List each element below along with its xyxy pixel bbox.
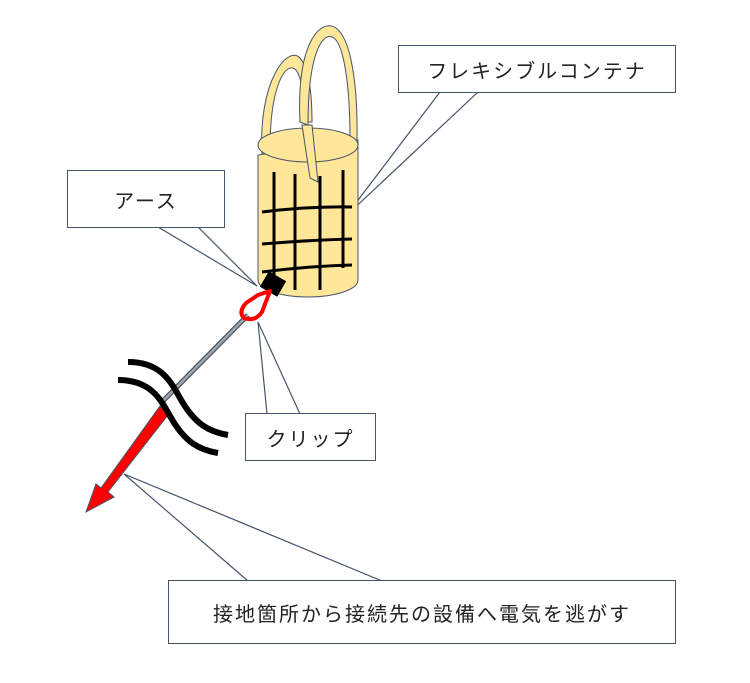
clip-label: クリップ xyxy=(245,413,376,461)
container-label: フレキシブルコンテナ xyxy=(398,45,676,93)
earth-label: アース xyxy=(67,170,225,228)
clip-icon xyxy=(239,289,272,322)
description-label-text: 接地箇所から接続先の設備へ電気を逃がす xyxy=(213,601,631,626)
break-mark-icon xyxy=(117,359,229,456)
container-callout-pointer xyxy=(345,91,480,217)
earth-callout-pointer xyxy=(155,226,258,287)
description-callout-pointer xyxy=(123,473,383,582)
description-label: 接地箇所から接続先の設備へ電気を逃がす xyxy=(168,580,676,644)
earth-label-text: アース xyxy=(114,188,178,213)
ground-arrow xyxy=(85,405,169,514)
clip-callout-pointer xyxy=(257,321,301,415)
flexible-container-bag xyxy=(257,124,359,298)
clip-label-text: クリップ xyxy=(266,426,355,451)
bag-grid xyxy=(261,170,353,290)
container-label-text: フレキシブルコンテナ xyxy=(427,58,647,83)
